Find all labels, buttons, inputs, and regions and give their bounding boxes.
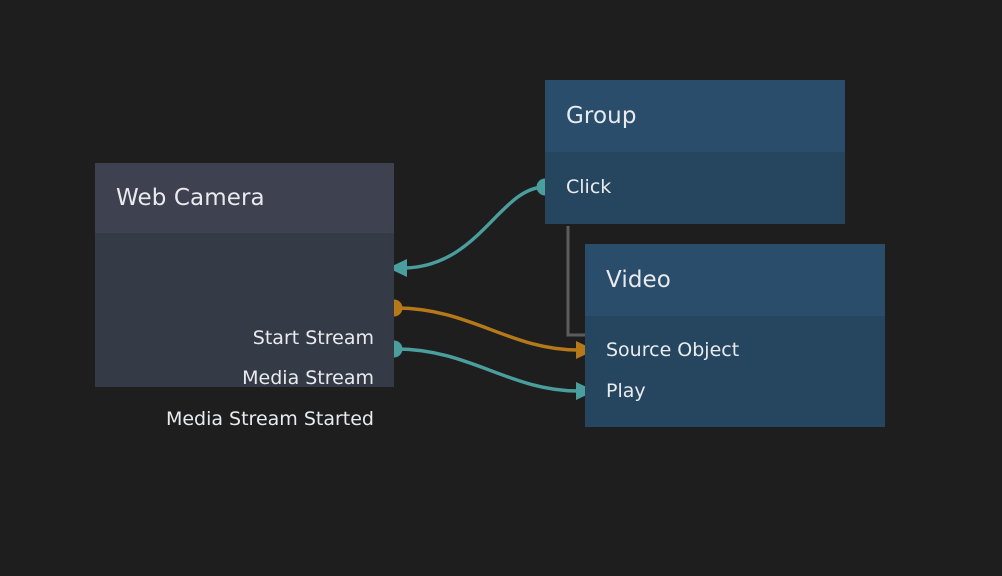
port-row-play[interactable]: Play <box>606 378 646 404</box>
port-label-media-stream: Media Stream <box>242 367 374 389</box>
node-video-title: Video <box>585 244 885 316</box>
node-group[interactable]: Group Click <box>545 80 845 224</box>
port-label-play: Play <box>606 380 646 402</box>
edge-media-stream-started-to-play[interactable] <box>394 347 580 393</box>
port-label-media-stream-started: Media Stream Started <box>165 408 374 430</box>
node-video[interactable]: Video Source Object Play <box>585 244 885 427</box>
port-label-start-stream: Start Stream <box>252 327 374 349</box>
port-row-media-stream-started[interactable]: Media Stream Started <box>166 406 374 432</box>
edge-media-stream-to-source-object[interactable] <box>394 306 580 352</box>
node-web-camera-title: Web Camera <box>95 163 394 233</box>
node-group-title: Group <box>545 80 845 152</box>
port-row-source-object[interactable]: Source Object <box>606 337 739 363</box>
port-row-start-stream[interactable]: Start Stream <box>253 325 374 351</box>
port-row-click[interactable]: Click <box>566 174 611 200</box>
port-label-click: Click <box>566 176 612 198</box>
edge-click-to-start-stream[interactable] <box>403 185 547 270</box>
port-row-media-stream[interactable]: Media Stream <box>242 365 374 391</box>
node-web-camera-body: Start Stream Media Stream Media Stream S… <box>95 233 394 430</box>
node-group-body: Click <box>545 152 845 224</box>
node-video-body: Source Object Play <box>585 316 885 427</box>
node-web-camera[interactable]: Web Camera Start Stream Media Stream Med… <box>95 163 394 430</box>
port-label-source-object: Source Object <box>606 339 740 361</box>
